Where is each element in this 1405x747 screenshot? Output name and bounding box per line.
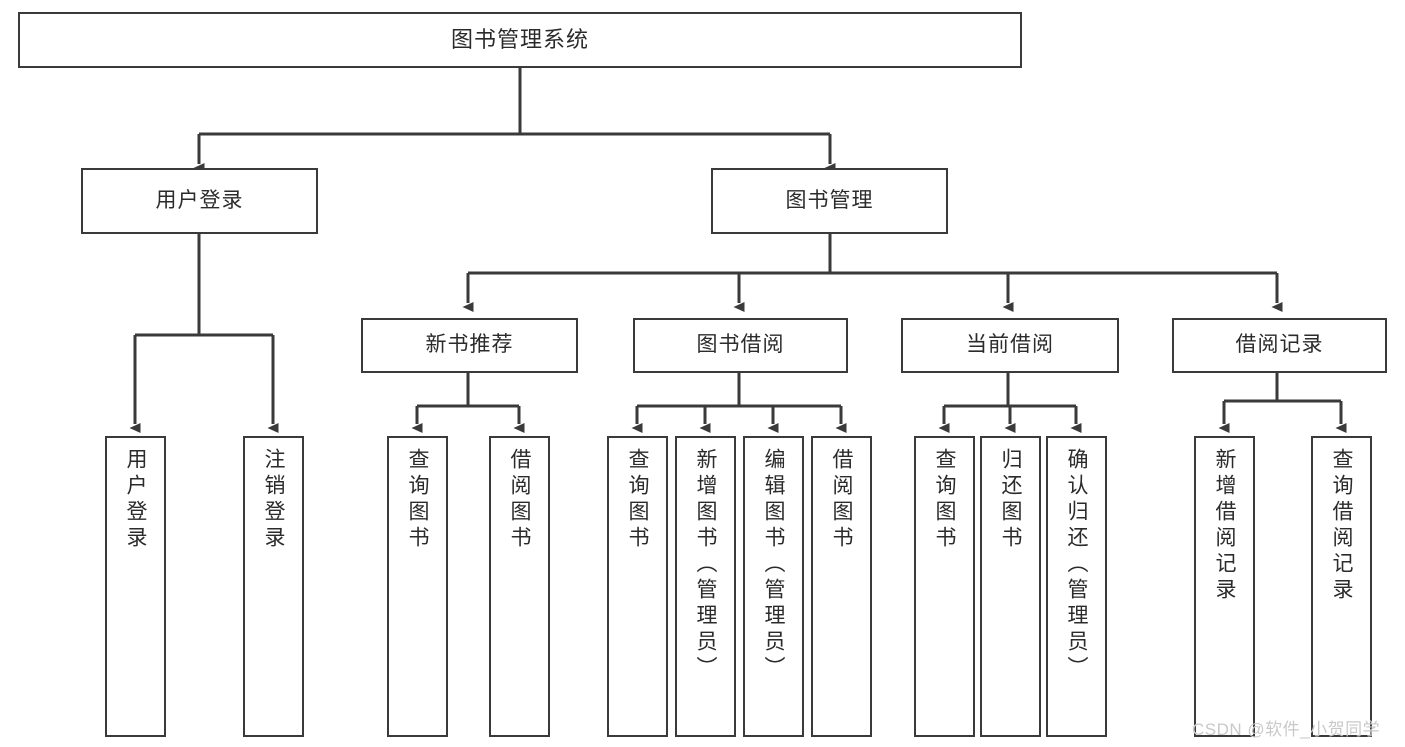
node-leaf-confirm-return[interactable]: 确认归还（管理员）	[1046, 436, 1107, 737]
node-leaf-add-record-label: 新增借阅记录	[1213, 448, 1236, 604]
node-new-book-recommend-label: 新书推荐	[425, 333, 514, 357]
node-leaf-query-book-3-label: 查询图书	[933, 448, 956, 552]
node-root[interactable]: 图书管理系统	[18, 12, 1022, 68]
node-leaf-edit-book-label: 编辑图书（管理员）	[762, 448, 785, 682]
node-leaf-logout-label: 注销登录	[262, 448, 285, 552]
node-leaf-borrow-book-2[interactable]: 借阅图书	[811, 436, 872, 737]
node-current-borrow-label: 当前借阅	[966, 333, 1054, 357]
node-leaf-edit-book[interactable]: 编辑图书（管理员）	[743, 436, 804, 737]
node-leaf-borrow-book-2-label: 借阅图书	[830, 448, 853, 552]
node-leaf-query-book-1[interactable]: 查询图书	[387, 436, 448, 737]
node-leaf-user-login-label: 用户登录	[124, 448, 147, 552]
node-leaf-logout[interactable]: 注销登录	[243, 436, 304, 737]
node-leaf-borrow-book-1-label: 借阅图书	[508, 448, 531, 552]
node-current-borrow[interactable]: 当前借阅	[901, 318, 1119, 373]
node-borrow-record-label: 借阅记录	[1235, 333, 1324, 357]
node-leaf-user-login[interactable]: 用户登录	[105, 436, 166, 737]
node-book-borrow[interactable]: 图书借阅	[633, 318, 848, 373]
node-leaf-return-book-label: 归还图书	[999, 448, 1022, 552]
node-leaf-query-record-label: 查询借阅记录	[1330, 448, 1353, 604]
node-leaf-add-book-label: 新增图书（管理员）	[694, 448, 717, 682]
node-book-borrow-label: 图书借阅	[696, 333, 785, 357]
node-leaf-query-book-1-label: 查询图书	[406, 448, 429, 552]
node-user-login-label: 用户登录	[155, 188, 244, 212]
node-leaf-query-book-2-label: 查询图书	[626, 448, 649, 552]
node-borrow-record[interactable]: 借阅记录	[1172, 318, 1387, 373]
node-leaf-query-book-3[interactable]: 查询图书	[914, 436, 975, 737]
node-book-manage[interactable]: 图书管理	[711, 168, 948, 234]
node-book-manage-label: 图书管理	[785, 188, 874, 212]
node-leaf-add-record[interactable]: 新增借阅记录	[1194, 436, 1255, 737]
node-new-book-recommend[interactable]: 新书推荐	[361, 318, 578, 373]
node-root-label: 图书管理系统	[450, 27, 589, 53]
node-leaf-confirm-return-label: 确认归还（管理员）	[1065, 448, 1088, 682]
node-user-login[interactable]: 用户登录	[81, 168, 318, 234]
node-leaf-add-book[interactable]: 新增图书（管理员）	[675, 436, 736, 737]
node-leaf-return-book[interactable]: 归还图书	[980, 436, 1041, 737]
node-leaf-borrow-book-1[interactable]: 借阅图书	[489, 436, 550, 737]
node-leaf-query-record[interactable]: 查询借阅记录	[1311, 436, 1372, 737]
csdn-watermark: CSDN @软件_小贺同学	[1192, 720, 1381, 739]
node-leaf-query-book-2[interactable]: 查询图书	[607, 436, 668, 737]
